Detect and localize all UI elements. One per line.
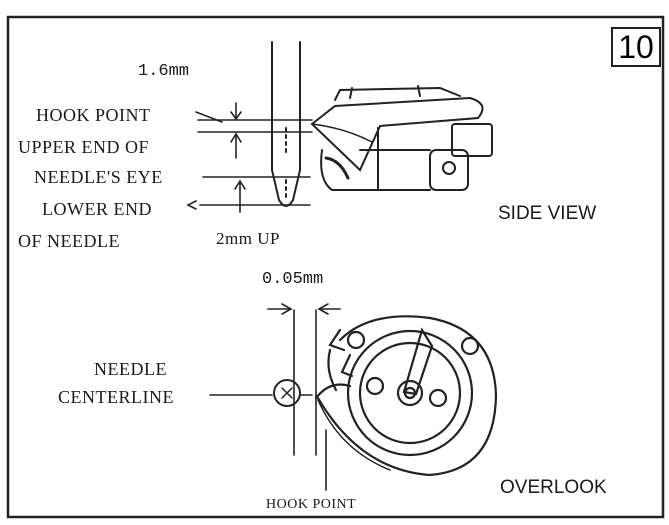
label-centerline: CENTERLINE: [58, 387, 174, 407]
label-needle: NEEDLE: [94, 359, 167, 379]
dimension-0-05mm: 0.05mm: [262, 270, 324, 289]
overlook-title: OVERLOOK: [500, 477, 607, 498]
label-hook-point: HOOK POINT: [36, 105, 151, 125]
needle-side: [271, 41, 301, 207]
hook-side: [310, 85, 493, 191]
side-view-title: SIDE VIEW: [498, 203, 597, 224]
label-upper-end-of: UPPER END OF: [18, 137, 150, 157]
label-hook-point-overlook: HOOK POINT: [266, 497, 357, 512]
label-needles-eye: NEEDLE'S EYE: [34, 167, 163, 187]
figure-number: 10: [611, 27, 661, 67]
label-2mm-up: 2mm UP: [216, 229, 280, 248]
needle-section-overlook: [273, 379, 301, 407]
figure-frame: [6, 15, 665, 519]
hook-overlook: [314, 315, 498, 477]
label-of-needle: OF NEEDLE: [18, 231, 120, 251]
label-lower-end: LOWER END: [42, 199, 152, 219]
side-dimension-lines: [186, 102, 313, 213]
dimension-1-6mm: 1.6mm: [138, 62, 190, 81]
